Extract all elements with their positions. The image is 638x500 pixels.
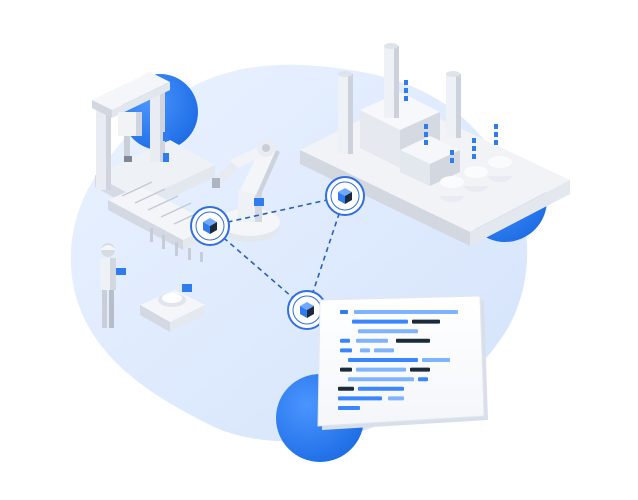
code-line-segment — [340, 348, 352, 353]
worker — [100, 243, 126, 328]
code-line-segment — [338, 406, 360, 410]
code-line-segment — [360, 348, 370, 353]
code-line-segment — [356, 367, 406, 372]
code-line-segment — [412, 319, 440, 324]
network-link — [209, 225, 308, 311]
code-lines — [338, 310, 458, 410]
conveyor-belt — [108, 181, 215, 262]
code-panel — [317, 295, 488, 430]
cube-network-icon — [287, 290, 327, 330]
network-links — [209, 195, 346, 311]
mobile-robot — [140, 284, 205, 332]
code-line-segment — [338, 396, 382, 401]
code-line-segment — [340, 310, 348, 314]
cube-network-icon — [325, 176, 365, 216]
code-line-segment — [410, 367, 430, 372]
code-line-segment — [396, 338, 430, 343]
code-line-segment — [352, 319, 408, 324]
code-line-segment — [354, 310, 458, 314]
code-line-segment — [356, 338, 388, 343]
network-nodes — [190, 176, 365, 330]
network-link — [306, 195, 346, 311]
robot-arm — [212, 139, 280, 242]
code-line-segment — [418, 377, 428, 382]
factory-plant — [300, 43, 570, 246]
cube-network-icon — [190, 206, 230, 246]
code-line-segment — [348, 358, 418, 362]
code-line-segment — [388, 396, 404, 401]
code-line-segment — [340, 367, 352, 372]
code-line-segment — [340, 338, 350, 343]
code-line-segment — [358, 386, 404, 391]
code-line-segment — [338, 386, 354, 391]
code-line-segment — [358, 329, 418, 334]
code-line-segment — [348, 377, 414, 382]
code-line-segment — [422, 358, 450, 362]
code-line-segment — [374, 348, 394, 353]
gantry-machine — [92, 72, 215, 212]
